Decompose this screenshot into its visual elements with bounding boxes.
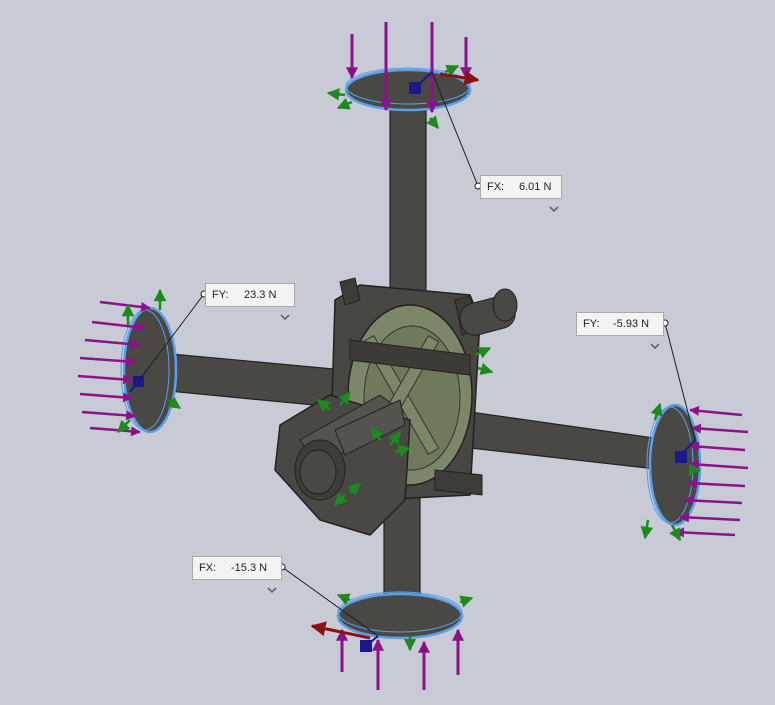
callout-right-fy[interactable]: FY: -5.93 N <box>576 312 664 336</box>
right-shaft[interactable] <box>469 411 669 471</box>
chevron-down-icon[interactable] <box>279 313 291 321</box>
reaction-arrows <box>310 70 480 640</box>
callout-value: 6.01 N <box>519 181 552 193</box>
callout-label: FY: <box>583 318 600 330</box>
top-shaft[interactable] <box>389 104 427 301</box>
force-arrows-top <box>346 22 472 114</box>
force-triads <box>129 71 696 652</box>
chevron-down-icon[interactable] <box>266 586 278 594</box>
force-arrows-bottom <box>336 628 464 690</box>
front-coupling[interactable] <box>274 394 411 536</box>
callout-bottom-fx[interactable]: FX: -15.3 N <box>192 556 282 580</box>
left-shaft[interactable] <box>149 351 346 409</box>
top-disk[interactable] <box>344 67 472 112</box>
chevron-down-icon[interactable] <box>548 205 560 213</box>
callout-value: 23.3 N <box>244 289 277 301</box>
left-disk[interactable] <box>120 306 178 434</box>
chevron-down-icon[interactable] <box>649 342 661 350</box>
callout-label: FY: <box>212 289 229 301</box>
callout-left-fy[interactable]: FY: 23.3 N <box>205 283 295 307</box>
callout-label: FX: <box>487 181 505 193</box>
force-arrows-right <box>674 405 749 538</box>
force-arrows-left <box>77 300 151 437</box>
callout-value: -5.93 N <box>613 318 650 330</box>
fixture-arrows <box>117 64 702 652</box>
callout-label: FX: <box>199 562 217 574</box>
callout-value: -15.3 N <box>231 562 268 574</box>
bottom-disk[interactable] <box>336 591 464 640</box>
callout-top-fx[interactable]: FX: 6.01 N <box>480 175 562 199</box>
